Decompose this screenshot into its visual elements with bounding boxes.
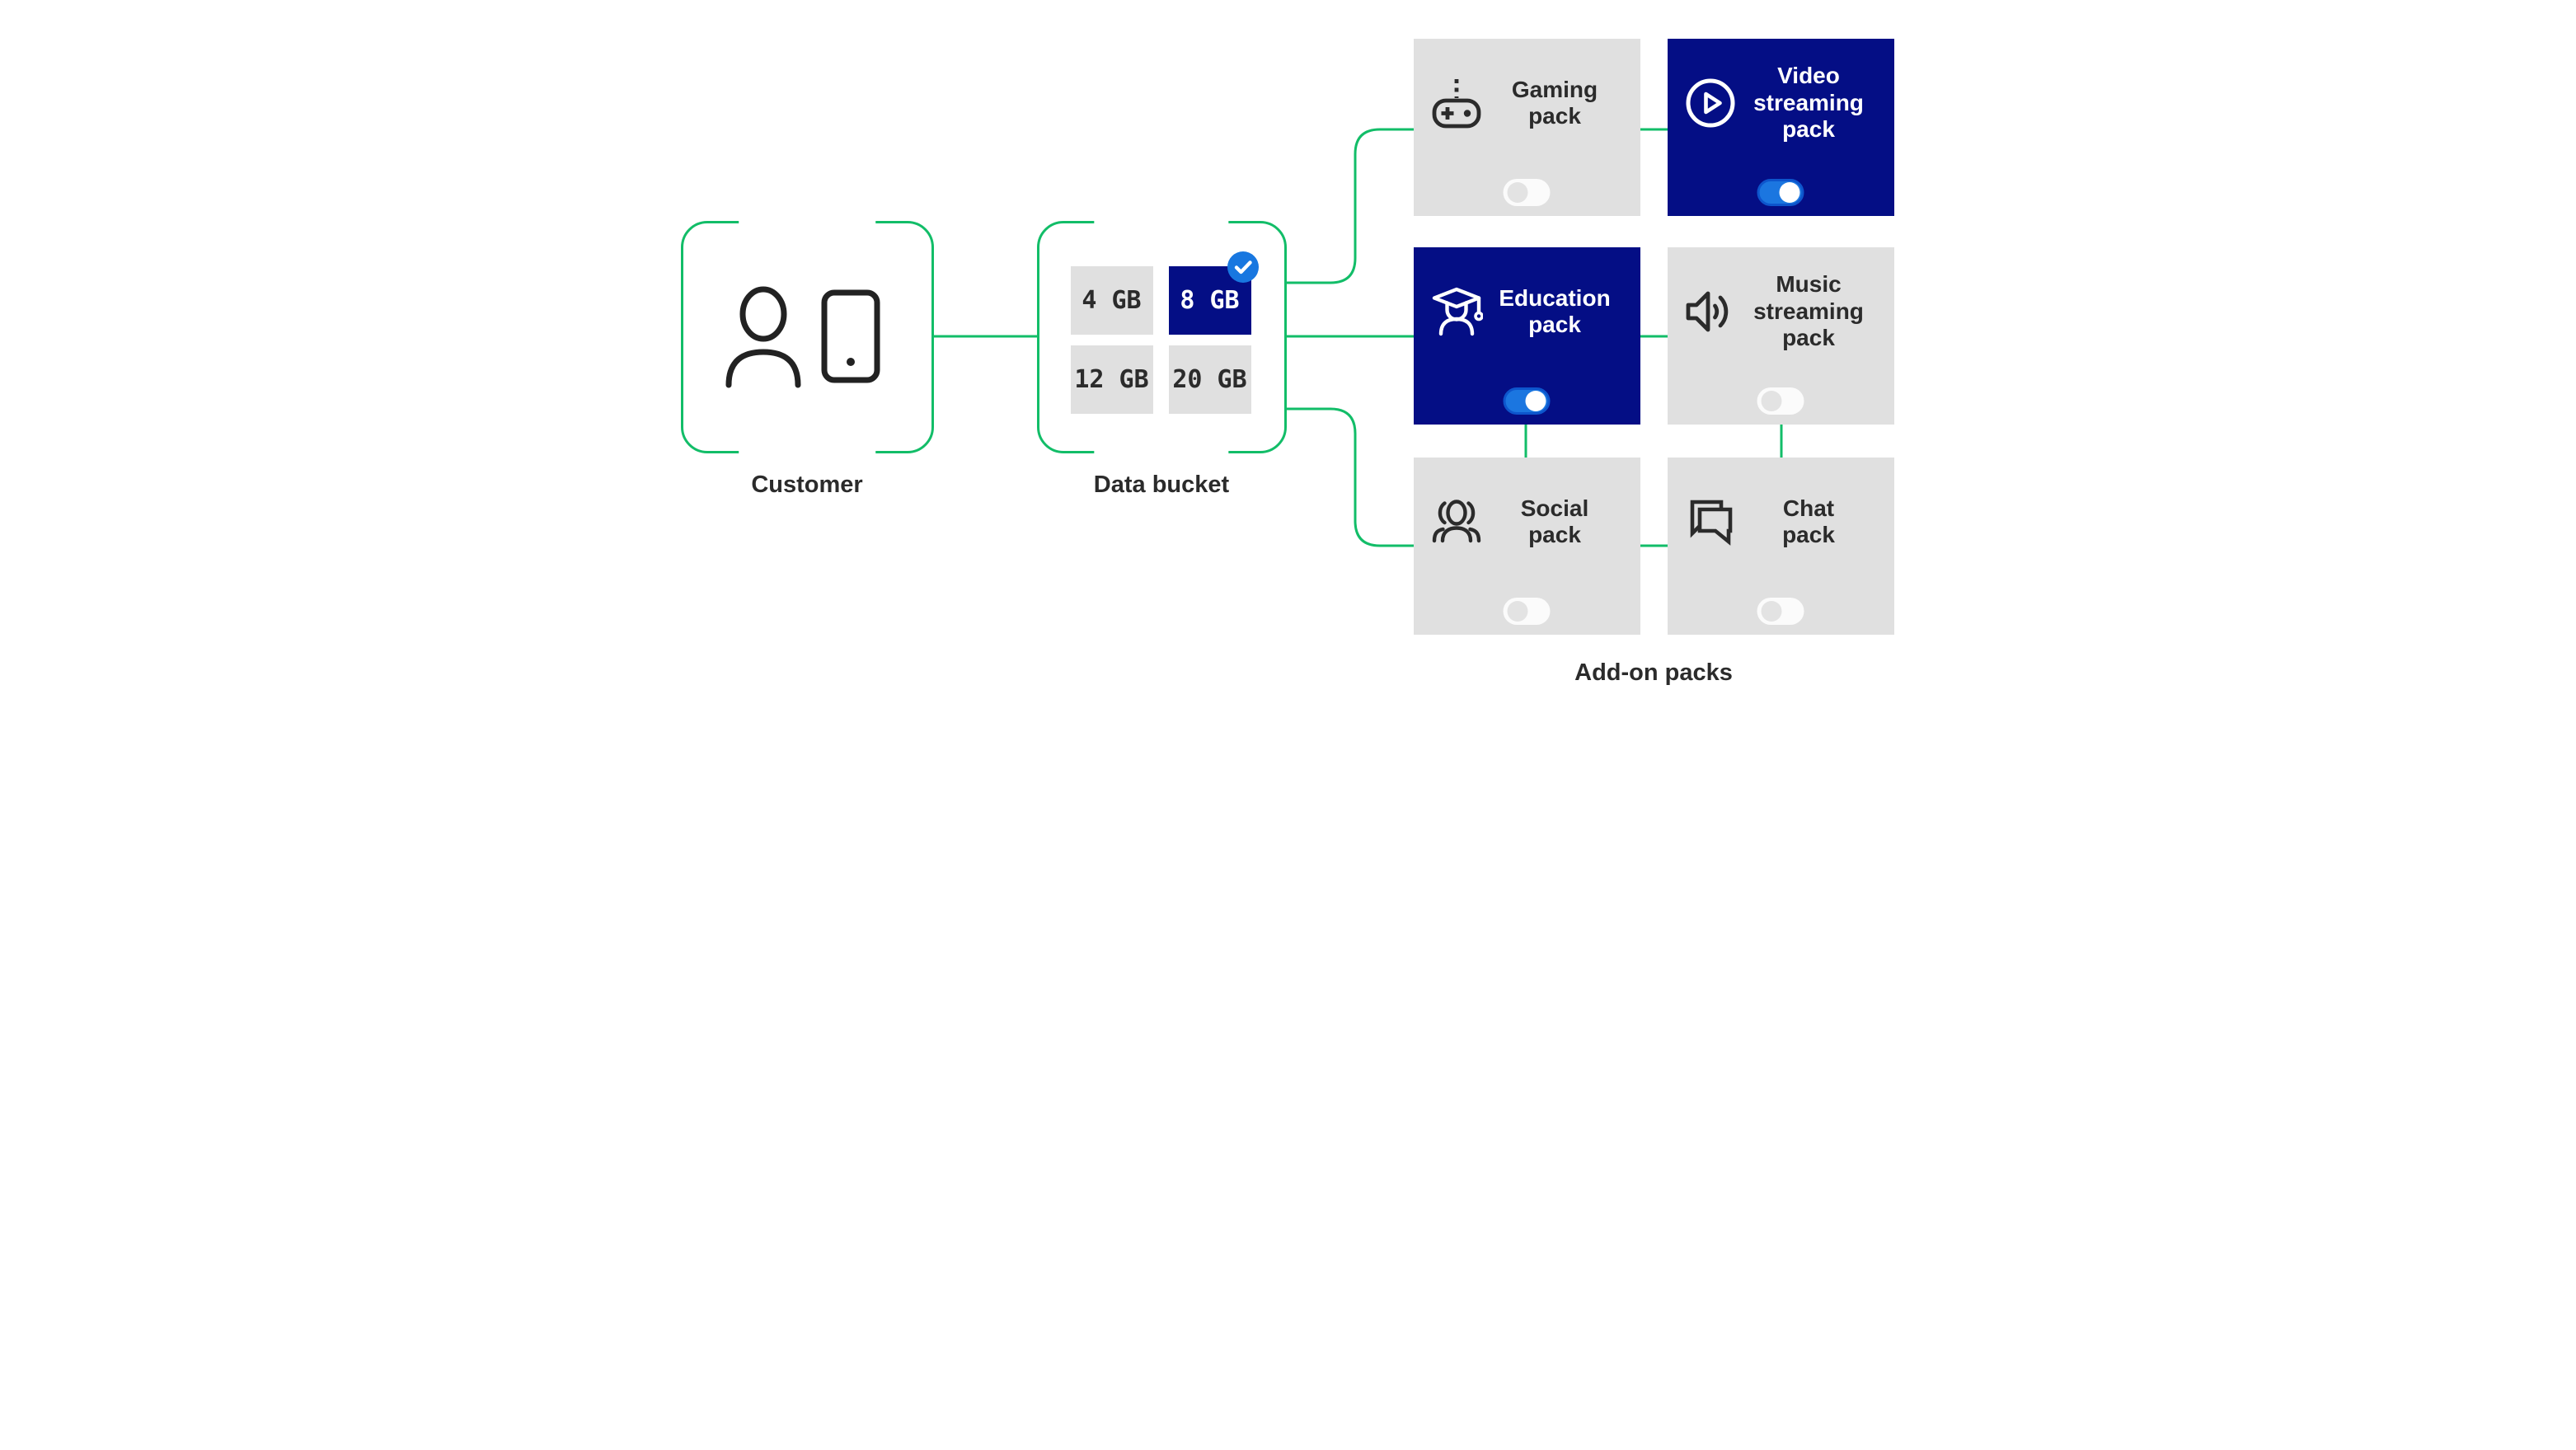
connector-lines — [933, 128, 1782, 547]
phone-icon — [821, 289, 880, 383]
music-streaming-pack-toggle[interactable] — [1757, 387, 1804, 415]
customer-phone-icon — [725, 286, 880, 388]
check-badge-icon — [1227, 251, 1259, 283]
data-option-label: 8 GB — [1180, 286, 1240, 315]
data-option-12gb[interactable]: 12 GB — [1070, 345, 1153, 414]
person-icon — [725, 286, 801, 388]
play-circle-icon — [1684, 77, 1737, 129]
connector-bucket-to-gaming — [1286, 128, 1415, 284]
data-bucket-label: Data bucket — [1093, 472, 1230, 498]
data-option-20gb[interactable]: 20 GB — [1168, 345, 1251, 414]
data-bucket-bracket: 4 GB 8 GB 12 GB 20 GB — [1036, 220, 1287, 454]
data-option-label: 20 GB — [1172, 365, 1247, 394]
data-option-8gb[interactable]: 8 GB — [1168, 251, 1259, 335]
data-option-label: 4 GB — [1082, 286, 1142, 315]
video-streaming-pack-toggle[interactable] — [1757, 179, 1804, 206]
connector-bucket-to-social — [1286, 407, 1415, 547]
toggle-knob — [1779, 182, 1800, 203]
toggle-knob — [1761, 601, 1782, 622]
toggle-knob — [1507, 182, 1528, 203]
game-controller-icon — [1430, 77, 1483, 129]
plan-builder-diagram: Customer 4 GB 8 GB 12 GB 20 GB Data buck… — [644, 0, 1932, 725]
graduation-cap-icon — [1430, 285, 1483, 338]
people-group-icon — [1430, 495, 1483, 548]
toggle-knob — [1507, 601, 1528, 622]
chat-pack-toggle[interactable] — [1757, 598, 1804, 625]
data-option-4gb[interactable]: 4 GB — [1070, 266, 1153, 335]
customer-bracket — [680, 220, 934, 454]
customer-label: Customer — [751, 472, 863, 498]
speaker-icon — [1684, 285, 1737, 338]
toggle-knob — [1761, 391, 1782, 411]
toggle-knob — [1525, 391, 1546, 411]
data-option-label: 12 GB — [1074, 365, 1149, 394]
gaming-pack-toggle[interactable] — [1503, 179, 1551, 206]
chat-bubbles-icon — [1684, 495, 1737, 548]
addon-packs-label: Add-on packs — [1574, 659, 1733, 686]
social-pack-toggle[interactable] — [1503, 598, 1551, 625]
education-pack-toggle[interactable] — [1503, 387, 1551, 415]
